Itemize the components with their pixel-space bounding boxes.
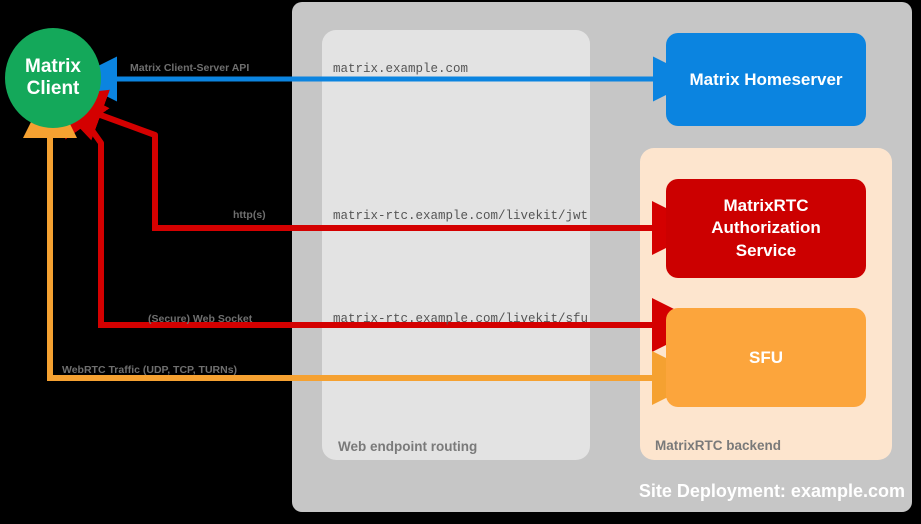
auth-service-label-line3: Service [735, 240, 797, 260]
node-matrix-homeserver[interactable]: Matrix Homeserver [666, 33, 866, 126]
flow-label-matrix-client-server-api: Matrix Client-Server API [130, 62, 250, 74]
container-web-endpoint-routing [322, 30, 590, 460]
node-matrixrtc-authorization-service[interactable]: MatrixRTC Authorization Service [666, 179, 866, 278]
matrix-homeserver-label: Matrix Homeserver [689, 69, 843, 89]
sfu-label: SFU [749, 347, 783, 367]
node-matrix-client[interactable]: Matrix Client [5, 28, 101, 128]
endpoint-livekit-sfu: matrix-rtc.example.com/livekit/sfu [333, 312, 589, 326]
flow-websocket-to-client [56, 79, 110, 325]
auth-service-label-line2: Authorization [711, 218, 821, 238]
flow-label-https: http(s) [233, 209, 266, 221]
endpoint-matrix-example-com: matrix.example.com [333, 62, 469, 76]
flow-https-to-client [49, 89, 158, 228]
caption-site-deployment: Site Deployment: example.com [638, 481, 905, 501]
endpoint-livekit-jwt: matrix-rtc.example.com/livekit/jwt [333, 209, 589, 223]
flow-label-webrtc-traffic: WebRTC Traffic (UDP, TCP, TURNs) [62, 364, 238, 376]
matrix-client-label-line2: Client [26, 78, 80, 99]
auth-service-label-line1: MatrixRTC [723, 196, 809, 216]
flow-label-web-socket: (Secure) Web Socket [148, 313, 253, 325]
node-sfu[interactable]: SFU [666, 308, 866, 407]
caption-web-endpoint-routing: Web endpoint routing [338, 439, 478, 454]
caption-matrixrtc-backend: MatrixRTC backend [655, 438, 782, 453]
matrix-client-label-line1: Matrix [25, 56, 81, 78]
